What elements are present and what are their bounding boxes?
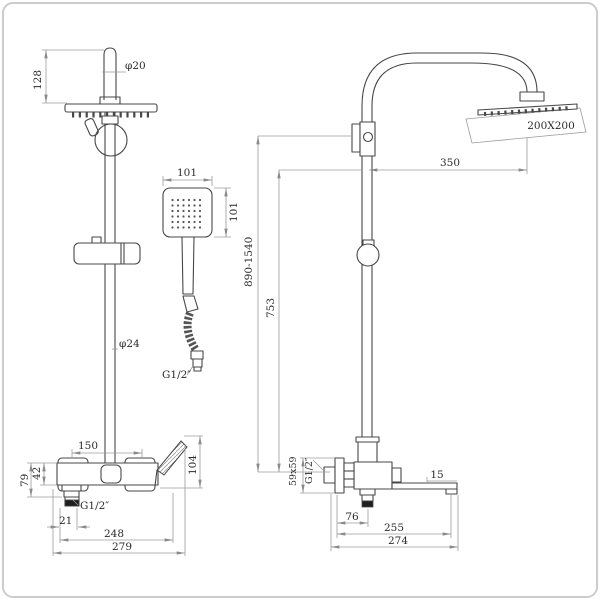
dim-753-label: 753: [265, 298, 277, 318]
head-swivel-nut: [519, 91, 545, 102]
valve-body-side: [353, 461, 393, 490]
diverter-lever: [84, 118, 99, 137]
dim-150-label: 150: [78, 440, 98, 452]
front-dimensions: 128 φ20 101 101 φ24 G1/2″ 150 42: [19, 49, 240, 556]
dim-overall-height-label: 890-1540: [243, 237, 255, 287]
wall-bracket-plate: [351, 123, 361, 153]
dim-21-label: 21: [59, 515, 72, 527]
tub-spout: [391, 482, 458, 490]
temperature-knob: [100, 464, 122, 484]
top-supply-pipe: [103, 47, 117, 100]
flange-size-label: 59x59: [288, 456, 299, 486]
dim-104-label: 104: [187, 455, 199, 475]
inlet-hex-nut: [343, 462, 355, 488]
front-hand-shower: [162, 187, 213, 372]
slider-holder: [73, 242, 141, 265]
hand-shower-nozzle-grid: [171, 196, 204, 229]
side-valve-and-spout: [323, 436, 458, 508]
outlet-collar-side: [359, 488, 376, 496]
dim-42-label: 42: [31, 467, 43, 480]
hose-cone-fitting: [182, 295, 199, 313]
dim-101-width-label: 101: [177, 167, 197, 179]
column-collar: [355, 436, 380, 443]
inlet-thread-label: G1/2″: [304, 457, 315, 484]
dim-255-label: 255: [384, 522, 404, 534]
dim-128-label: 128: [32, 70, 44, 90]
gooseneck-outer: [361, 52, 538, 437]
head-size-label: 200X200: [527, 120, 575, 132]
inlet-nipple: [323, 466, 336, 484]
diverter-knob: [94, 123, 128, 157]
rain-head-side: [64, 103, 158, 113]
rain-head-nozzles-side: [483, 106, 572, 116]
hose-nut: [190, 350, 204, 360]
slider-ring-side: [356, 243, 380, 267]
dim-248-label: 248: [104, 528, 124, 540]
mixer-handle: [156, 440, 188, 476]
diverter-collar: [101, 115, 119, 125]
wall-bracket-screw: [362, 131, 374, 143]
outlet-aerator-band: [64, 499, 80, 507]
spout-tip: [445, 488, 458, 495]
front-slider-bracket: [73, 236, 141, 265]
front-mixer-valve: [56, 440, 188, 507]
dim-279-label: 279: [112, 541, 132, 553]
dim-101-height-label: 101: [228, 202, 240, 222]
outlet-thread-label: G1/2″: [80, 500, 109, 512]
outlet-aerator-side: [361, 500, 374, 508]
flexible-hose: [183, 311, 200, 353]
hand-shower-handle: [181, 236, 195, 295]
valve-cap-side: [391, 467, 402, 483]
dim-79-label: 79: [19, 474, 31, 487]
dim-15-label: 15: [430, 469, 443, 481]
dim-phi20-label: φ20: [125, 60, 146, 72]
side-column-and-arm: [351, 52, 587, 437]
rain-head-side-profile: [477, 103, 578, 116]
dim-phi24-label: φ24: [119, 338, 140, 350]
wall-flange: [334, 457, 345, 494]
side-dimensions: 890-1540 753 350 200X200 59x59 G1/2″ 15 …: [243, 120, 575, 551]
head-connector: [99, 96, 121, 105]
outlet-collar: [61, 484, 82, 492]
front-column-and-head: [64, 47, 158, 463]
front-view: 128 φ20 101 101 φ24 G1/2″ 150 42: [19, 47, 240, 556]
dim-274-label: 274: [388, 535, 408, 547]
gooseneck-inner: [371, 62, 528, 437]
hose-thread-label: G1/2″: [162, 369, 191, 381]
dim-76-label: 76: [345, 511, 359, 523]
side-view: 890-1540 753 350 200X200 59x59 G1/2″ 15 …: [243, 52, 587, 551]
dim-350-label: 350: [440, 157, 460, 169]
